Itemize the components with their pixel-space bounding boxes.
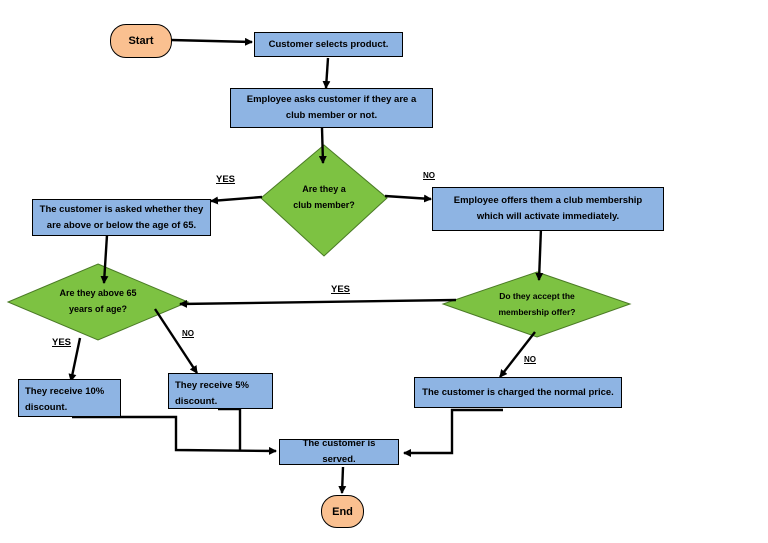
decision-above65-text: Are they above 65 years of age? [59, 288, 137, 314]
start-terminal: Start [110, 24, 172, 58]
decision-diamond-above65 [6, 263, 190, 341]
label-yes-above65: YES [52, 337, 72, 348]
arrow-accept-yes [179, 298, 457, 308]
arrow-start-to-select [170, 37, 253, 46]
process-ask-age: The customer is asked whether they are a… [32, 199, 211, 236]
arrow-agequestion-to-above65 [100, 234, 109, 284]
connector-ten-to-served [72, 415, 277, 455]
arrow-member-yes [210, 195, 263, 205]
process-ten-percent-discount: They receive 10% discount. [18, 379, 121, 417]
end-terminal: End [321, 495, 364, 528]
process-employee-asks-membership: Employee asks customer if they are a clu… [230, 88, 433, 128]
decision-accept-text: Do they accept the membership offer? [498, 291, 576, 317]
label-no-accept: NO [524, 355, 536, 364]
label-no-member: NO [423, 171, 435, 180]
process-customer-selects-product: Customer selects product. [254, 32, 403, 57]
decision-member-text: Are they a club member? [293, 184, 355, 210]
arrow-offer-to-accept [535, 227, 544, 281]
process-five-percent-discount: They receive 5% discount. [168, 373, 273, 409]
arrow-accept-no [499, 331, 536, 378]
process-customer-served: The customer is served. [279, 438, 399, 465]
label-yes-accept: YES [331, 284, 351, 295]
label-no-above65: NO [182, 329, 194, 338]
label-yes-member: YES [216, 174, 236, 185]
connector-normal-to-served [403, 408, 503, 457]
process-normal-price: The customer is charged the normal price… [414, 377, 622, 408]
arrow-ask-to-member [318, 127, 327, 164]
arrow-above65-yes [68, 337, 82, 382]
arrow-served-to-end [338, 466, 347, 494]
process-offer-membership: Employee offers them a club membership w… [432, 187, 664, 231]
decision-diamond-member [260, 144, 388, 257]
arrow-above65-no [153, 308, 199, 374]
decision-diamond-accept [441, 271, 632, 338]
arrow-select-to-ask [322, 57, 331, 89]
connector-five-to-served [218, 407, 242, 451]
arrow-member-no [384, 194, 432, 203]
